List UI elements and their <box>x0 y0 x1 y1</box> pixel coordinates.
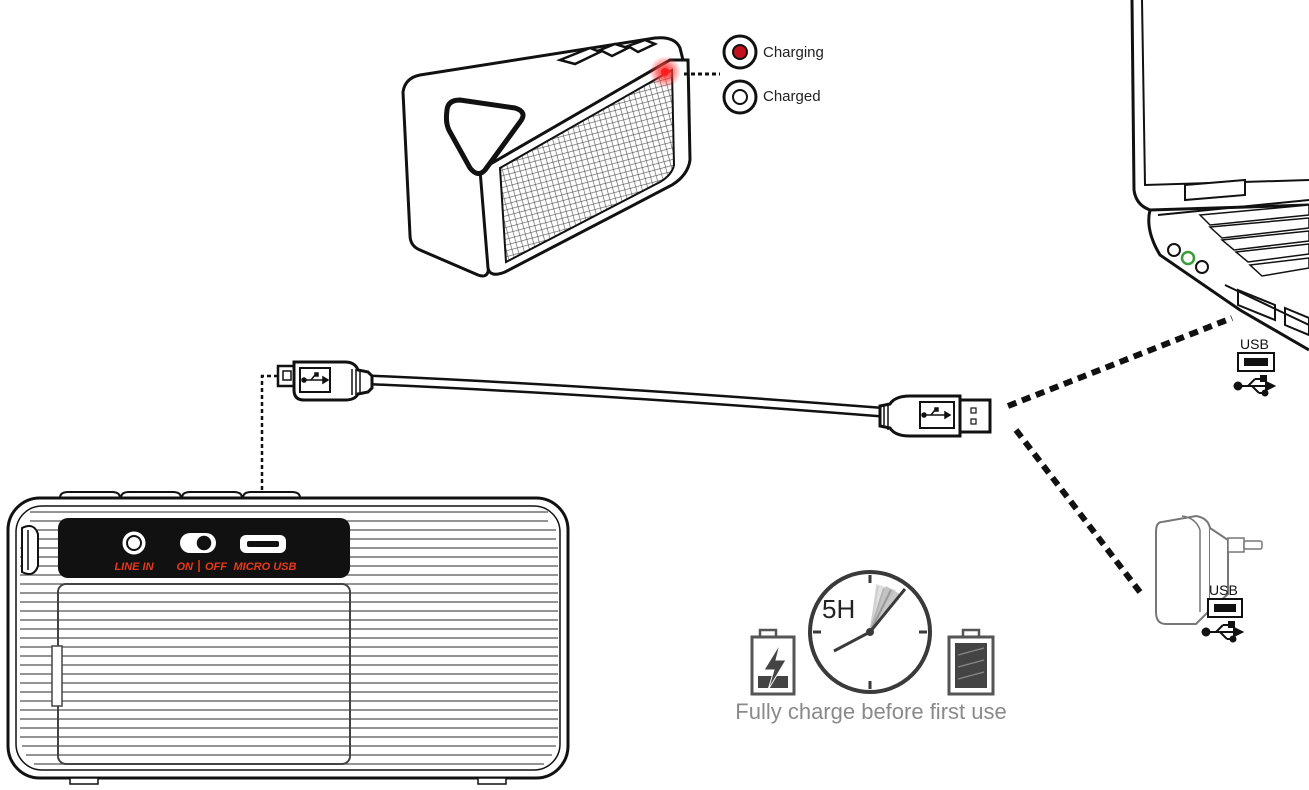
charge-caption: Fully charge before first use <box>735 699 1006 724</box>
clock: 5H <box>808 570 932 694</box>
charge-duration: 5H <box>822 594 855 624</box>
usb-cable <box>276 360 992 438</box>
charging-dot <box>732 44 748 60</box>
clock-hour-hand <box>833 630 871 653</box>
micro-usb-connector-line <box>260 374 278 520</box>
laptop-usb-label: USB <box>1240 336 1269 352</box>
charged-label: Charged <box>763 88 821 105</box>
charged-dot <box>732 89 748 105</box>
wall-adapter <box>1155 514 1263 625</box>
speaker-cube <box>401 36 692 278</box>
speaker-bar: LINE IN ON OFF MICRO USB <box>6 491 570 785</box>
charging-label: Charging <box>763 44 824 61</box>
laptop-connector-line <box>1006 315 1234 409</box>
on-label: ON <box>177 561 195 573</box>
micro-usb-label: MICRO USB <box>234 561 297 573</box>
usb-symbol-icon <box>1233 375 1277 397</box>
adapter-usb-label: USB <box>1209 582 1238 598</box>
adapter-connector-line <box>1013 428 1146 598</box>
battery-low-charging-icon <box>750 628 796 696</box>
adapter-usb-badge: USB <box>1201 582 1245 643</box>
led-legend: Charging Charged <box>722 34 824 115</box>
usb-symbol-icon <box>1201 621 1245 643</box>
off-label: OFF <box>205 561 227 573</box>
clock-minute-hand <box>868 588 907 633</box>
laptop-usb-badge: USB <box>1233 336 1277 397</box>
line-in-label: LINE IN <box>114 561 154 573</box>
battery-full-icon <box>947 628 995 696</box>
laptop <box>1130 0 1309 352</box>
